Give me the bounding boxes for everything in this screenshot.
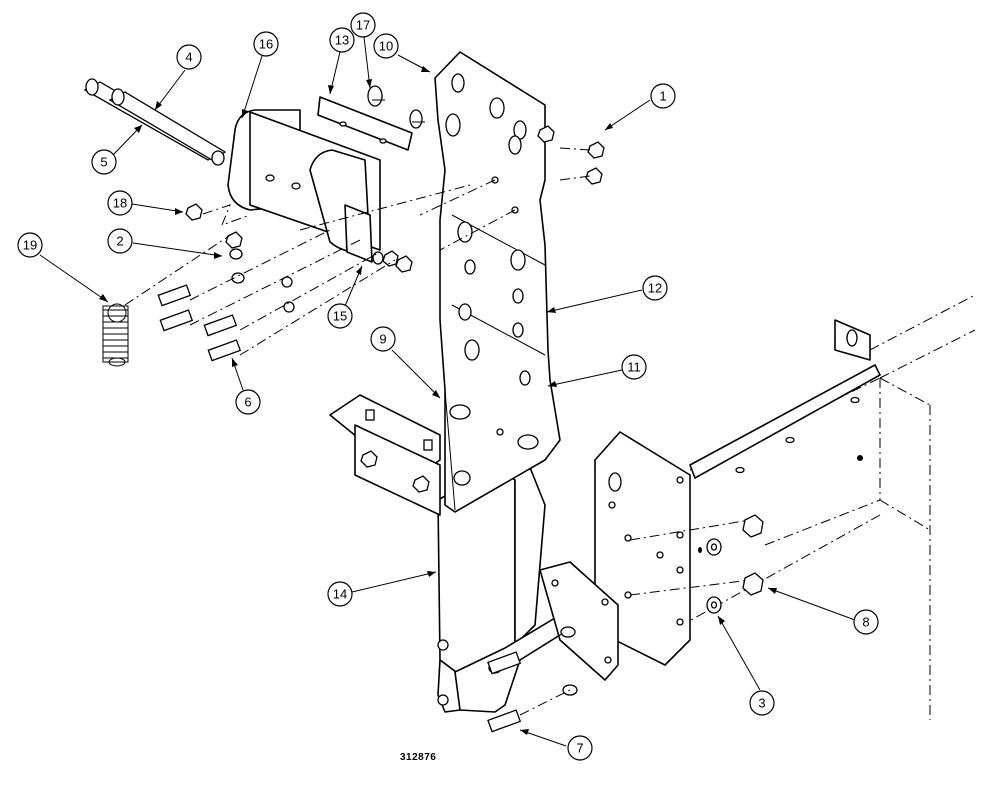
callout-label: 4 — [185, 50, 192, 65]
main-bracket — [434, 51, 561, 513]
callout-16: 16 — [241, 31, 279, 119]
callout-label: 13 — [335, 33, 349, 48]
callouts: 1 2 3 4 5 6 — [17, 12, 879, 761]
callout-8: 8 — [767, 587, 879, 635]
callout-3: 3 — [717, 615, 775, 716]
callout-label: 7 — [576, 741, 583, 756]
callout-10: 10 — [373, 33, 431, 73]
callout-label: 17 — [356, 18, 370, 33]
spring-19 — [102, 303, 129, 367]
callout-2: 2 — [107, 228, 223, 259]
callout-label: 14 — [333, 587, 347, 602]
callout-11: 11 — [547, 354, 647, 387]
callout-7: 7 — [519, 729, 593, 761]
callout-label: 18 — [113, 196, 127, 211]
hardware-3-8 — [629, 514, 764, 614]
callout-label: 2 — [116, 234, 123, 249]
jack-mount-upright — [437, 454, 619, 713]
callout-6: 6 — [231, 357, 261, 415]
callout-12: 12 — [546, 275, 668, 313]
callout-label: 12 — [648, 281, 662, 296]
callout-label: 11 — [627, 360, 641, 375]
angle-bracket — [329, 394, 441, 516]
callout-14: 14 — [327, 571, 437, 607]
clamp-assembly — [227, 85, 425, 273]
callout-label: 16 — [259, 37, 273, 52]
callout-9: 9 — [370, 326, 441, 399]
assembly-lines — [124, 147, 591, 356]
callout-1: 1 — [604, 83, 676, 131]
callout-17: 17 — [350, 12, 376, 89]
callout-label: 10 — [379, 39, 393, 54]
callout-5: 5 — [91, 124, 143, 175]
callout-18: 18 — [107, 190, 184, 216]
bolts-4-5 — [83, 78, 227, 166]
callout-15: 15 — [327, 265, 363, 329]
frame-tongue — [654, 294, 976, 720]
callout-label: 8 — [862, 615, 869, 630]
callout-13: 13 — [328, 27, 355, 95]
drawing-number: 312876 — [400, 752, 437, 763]
bolts-6-group — [157, 141, 605, 362]
callout-label: 5 — [100, 155, 107, 170]
callout-4: 4 — [154, 44, 202, 111]
bolts-7 — [487, 631, 571, 733]
callout-label: 6 — [244, 395, 251, 410]
callout-19: 19 — [17, 232, 109, 303]
callout-label: 1 — [659, 89, 666, 104]
callout-label: 9 — [379, 332, 386, 347]
callout-label: 19 — [23, 238, 37, 253]
callout-label: 3 — [758, 696, 765, 711]
callout-label: 15 — [333, 309, 347, 324]
